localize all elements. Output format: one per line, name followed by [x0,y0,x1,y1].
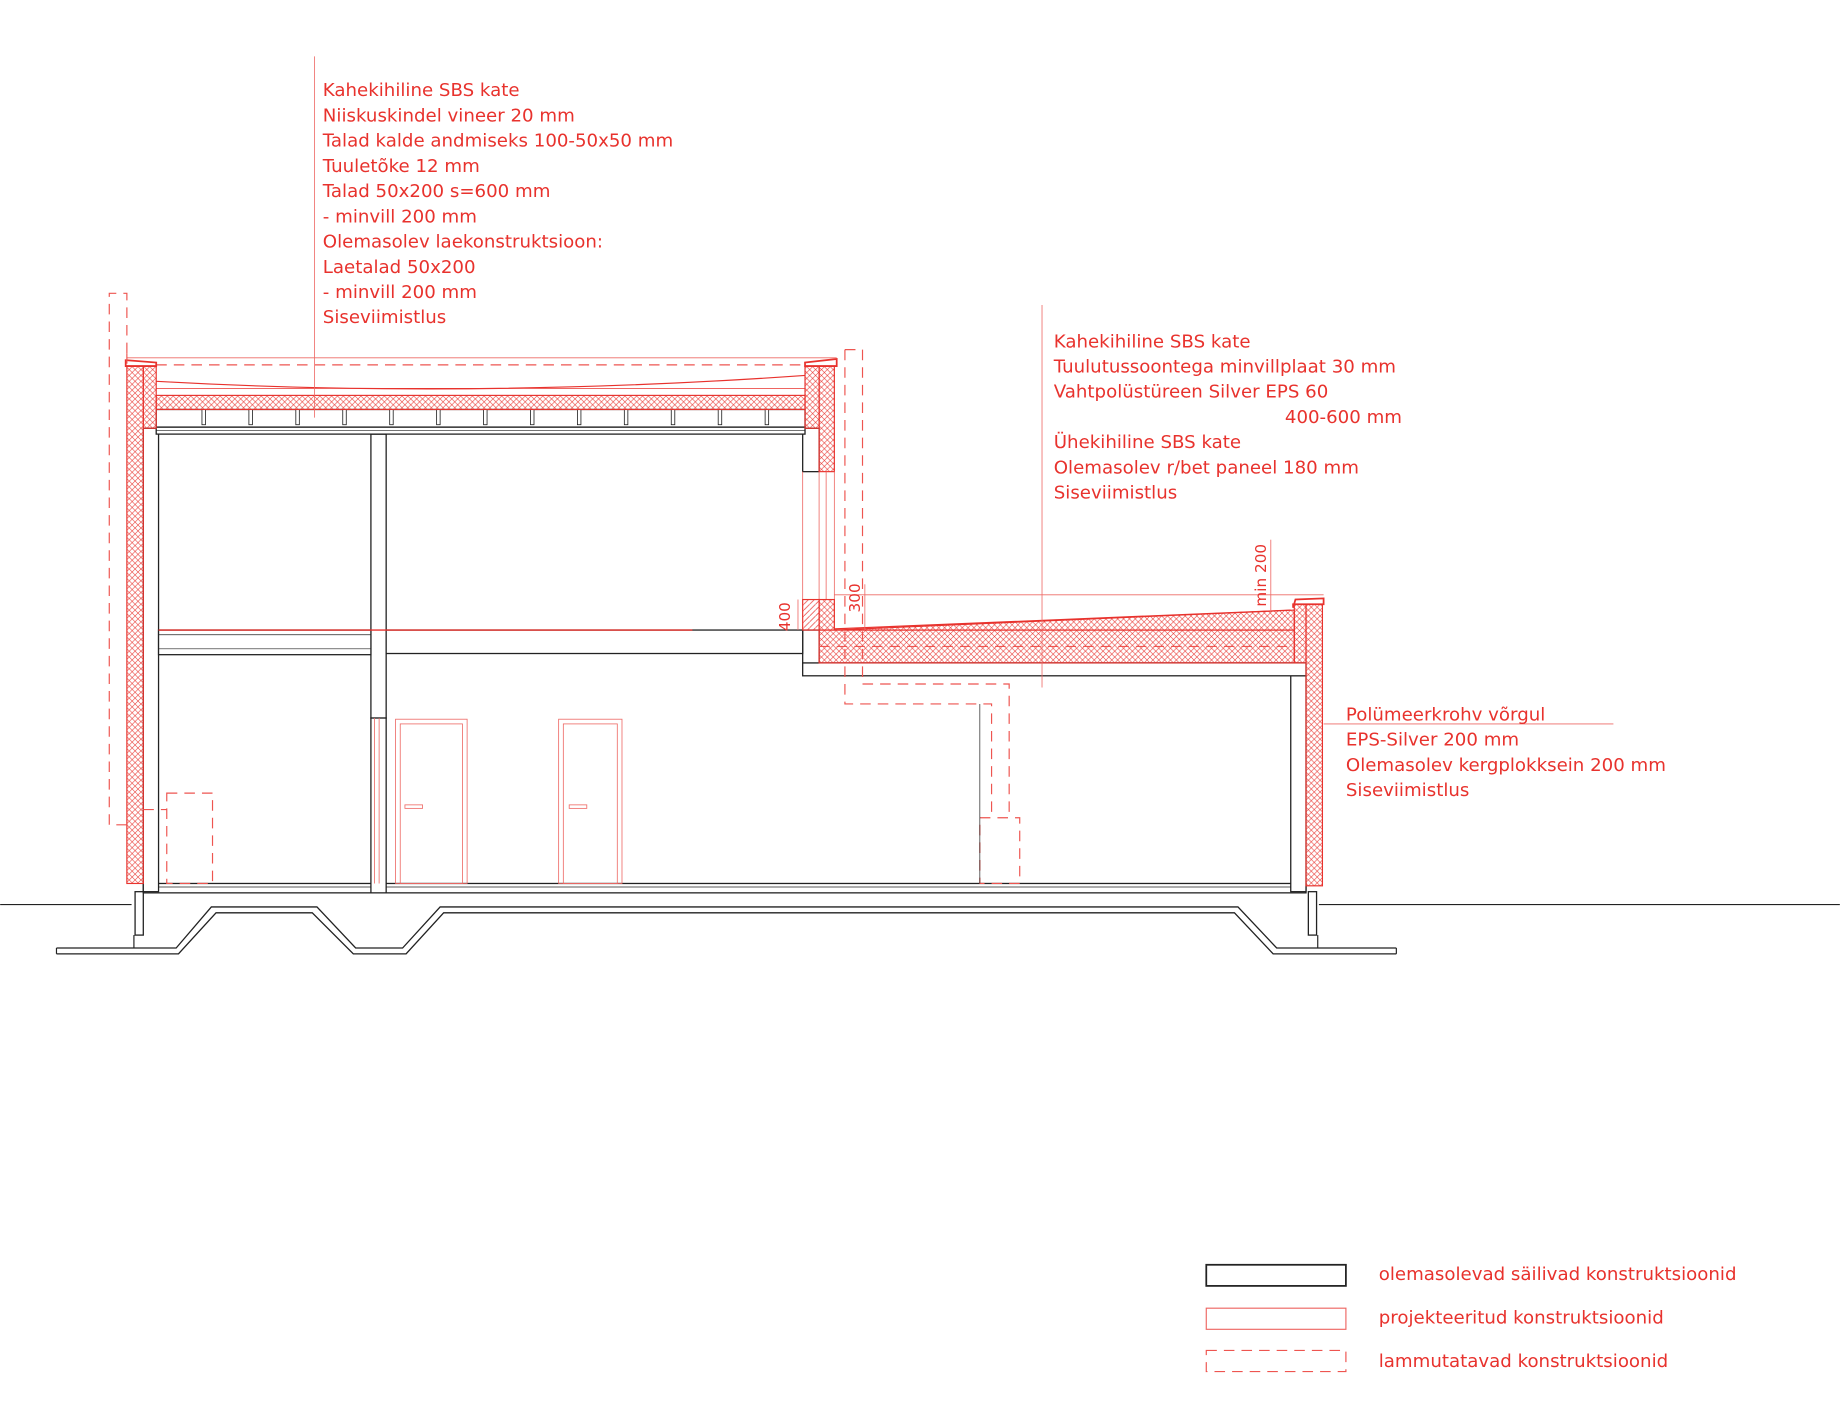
dimension-400: 400 [776,602,794,631]
door [558,718,623,884]
legend-label: projekteeritud konstruktsioonid [1379,1307,1664,1328]
legend-item-projected: projekteeritud konstruktsioonid [1205,1307,1664,1330]
annotation-line: Siseviimistlus [1054,483,1177,504]
legend-swatch-projected [1205,1307,1347,1330]
annotation-line: - minvill 200 mm [323,282,477,303]
roof-joist [576,409,582,426]
legend: olemasolevad säilivad konstruktsioonid p… [1205,1263,1737,1373]
annotation-line: 400-600 mm [1285,407,1402,428]
legend-swatch-existing [1205,1263,1347,1287]
roof-joist [717,409,723,426]
annotation-line: Tuuletõke 12 mm [322,156,480,177]
wall-annotation: Polümeerkrohv võrgul EPS-Silver 200 mm O… [1346,704,1666,801]
annotation-line: Vahtpolüstüreen Silver EPS 60 [1054,382,1329,403]
upper-roof [124,357,838,435]
roof-joist [764,409,770,426]
annotation-line: Talad 50x200 s=600 mm [322,181,551,202]
foundation [55,891,1397,955]
roof-joist [201,409,206,426]
roof-joist [389,409,394,426]
annotation-line: Olemasolev laekonstruktsioon: [323,232,603,253]
annotation-line: Olemasolev kergplokksein 200 mm [1346,755,1666,776]
legend-item-existing: olemasolevad säilivad konstruktsioonid [1205,1263,1737,1287]
lower-roof [802,594,1325,664]
roof-joist [623,409,629,426]
annotation-line: Tuulutussoontega minvillplaat 30 mm [1053,357,1396,378]
dimension-min-200: min 200 [1252,544,1270,607]
roof-joist [248,409,253,426]
roof-joist [295,409,300,426]
legend-item-demolished: lammutatavad konstruktsioonid [1205,1349,1668,1373]
annotation-line: Ühekihiline SBS kate [1054,431,1241,453]
legend-label: lammutatavad konstruktsioonid [1379,1351,1668,1372]
partition-new [374,718,380,884]
legend-swatch-demolished [1205,1349,1347,1373]
annotation-line: Siseviimistlus [1346,780,1469,801]
annotation-line: Laetalad 50x200 [323,257,476,278]
roof-joist [530,409,535,426]
legend-label: olemasolevad säilivad konstruktsioonid [1379,1264,1737,1285]
annotation-line: EPS-Silver 200 mm [1346,730,1519,751]
lower-roof-annotation: Kahekihiline SBS kate Tuulutussoontega m… [1053,331,1402,503]
roof-joist [483,409,488,426]
roof-joist [342,409,347,426]
annotation-line: - minvill 200 mm [323,206,477,227]
roof-joist [670,409,676,426]
intermediate-floor [157,629,804,656]
annotation-line: Siseviimistlus [323,307,446,328]
annotation-line: Kahekihiline SBS kate [1054,331,1251,352]
annotation-line: Olemasolev r/bet paneel 180 mm [1054,457,1359,478]
door [395,718,468,884]
annotation-line: Polümeerkrohv võrgul [1346,704,1545,725]
demolished-structures [108,292,1021,885]
leader-lines [314,56,1614,725]
upper-roof-annotation: Kahekihiline SBS kate Niiskuskindel vine… [322,80,673,328]
annotation-line: Niiskuskindel vineer 20 mm [323,105,575,126]
roof-joist [436,409,441,426]
dimension-300: 300 [846,583,864,612]
ground-floor-slab [142,882,1307,894]
annotation-line: Talad kalde andmiseks 100-50x50 mm [322,131,673,152]
annotation-line: Kahekihiline SBS kate [323,80,520,101]
